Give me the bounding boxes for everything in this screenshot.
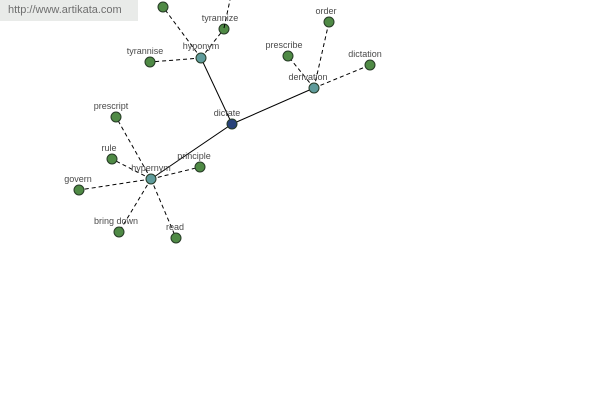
node-label-tyrannise: tyrannise <box>127 46 164 56</box>
edge-derivation-order <box>313 21 330 89</box>
node-tyrannize[interactable] <box>218 23 230 35</box>
node-hyponym[interactable] <box>195 52 207 64</box>
edge-hypernym-principle <box>150 166 201 180</box>
node-prescript[interactable] <box>110 111 122 123</box>
node-label-prescribe: prescribe <box>265 40 302 50</box>
url-label[interactable]: http://www.artikata.com <box>0 0 138 21</box>
edges-layer <box>78 6 371 239</box>
edge-hypernym-read <box>150 178 177 239</box>
node-dictate[interactable] <box>226 118 238 130</box>
node-label-prescript: prescript <box>94 101 129 111</box>
node-label-principle: principle <box>177 151 211 161</box>
edge-hyponym-tyrannise <box>149 57 202 63</box>
node-principle[interactable] <box>194 161 206 173</box>
edge-hyponym-top-unlabeled <box>162 6 202 59</box>
node-label-dictation: dictation <box>348 49 382 59</box>
node-rule[interactable] <box>106 153 118 165</box>
node-bring-down[interactable] <box>113 226 125 238</box>
node-label-rule: rule <box>101 143 116 153</box>
node-label-tyrannize: tyrannize <box>202 13 239 23</box>
node-prescribe[interactable] <box>282 50 294 62</box>
node-label-derivation: derivation <box>288 72 327 82</box>
node-label-bring-down: bring down <box>94 216 138 226</box>
node-label-order: order <box>315 6 336 16</box>
node-order[interactable] <box>323 16 335 28</box>
edge-hyponym-tyrannize <box>200 28 225 59</box>
node-label-hyponym: hyponym <box>183 41 220 51</box>
edge-derivation-dictation <box>313 64 371 89</box>
edge-dictate-hyponym <box>200 57 233 125</box>
node-top-unlabeled[interactable] <box>157 1 169 13</box>
edge-dictate-derivation <box>231 87 315 125</box>
labels-layer: dictate hyponym derivation hypernym tyranniz… <box>64 6 382 232</box>
edge-hypernym-prescript <box>115 116 152 180</box>
nodes-layer <box>73 1 376 244</box>
offscreen-edge-stub <box>223 0 231 29</box>
node-dictation[interactable] <box>364 59 376 71</box>
edge-hypernym-bring-down <box>118 178 152 233</box>
node-derivation[interactable] <box>308 82 320 94</box>
node-label-govern: govern <box>64 174 92 184</box>
node-label-dictate: dictate <box>214 108 241 118</box>
edge-hypernym-govern <box>78 178 152 191</box>
node-govern[interactable] <box>73 184 85 196</box>
node-hypernym[interactable] <box>145 173 157 185</box>
node-label-hypernym: hypernym <box>131 163 171 173</box>
edge-hypernym-rule <box>111 158 152 180</box>
node-tyrannise[interactable] <box>144 56 156 68</box>
node-read[interactable] <box>170 232 182 244</box>
edge-dictate-hypernym <box>150 123 233 180</box>
node-label-read: read <box>166 222 184 232</box>
